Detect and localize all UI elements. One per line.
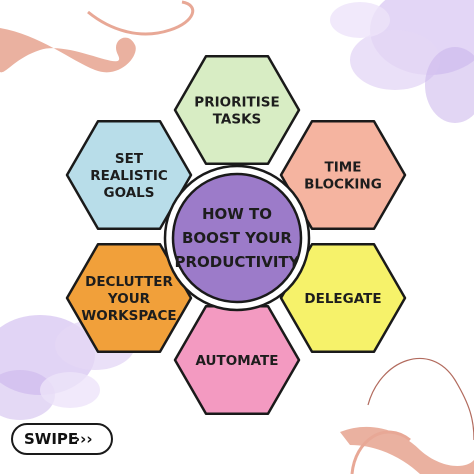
hexagon-automate: AUTOMATE — [173, 305, 301, 415]
hexagon-shape-automate — [173, 305, 301, 415]
hexagon-label-declutter-line-1: DECLUTTER — [85, 274, 173, 290]
watercolor-blob-top-right — [330, 0, 474, 123]
swirl-bottom-right-thread — [350, 430, 411, 474]
hexagon-label-declutter-line-3: WORKSPACE — [81, 308, 176, 324]
hexagon-shape-set-goals — [65, 120, 193, 230]
hexagon-label-set-goals-line-2: REALISTIC — [90, 168, 168, 184]
hexagon-delegate: DELEGATE — [279, 243, 407, 353]
swirl-top-right-thread — [87, 0, 195, 36]
hexagon-shape-prioritise — [173, 55, 301, 165]
hexagon-shape-time-blocking — [279, 120, 407, 230]
swipe-button[interactable]: SWIPE ››› — [11, 423, 113, 455]
hexagon-label-prioritise-line-1: PRIORITISE — [194, 95, 279, 111]
hexagon-label-delegate-line-1: DELEGATE — [304, 291, 381, 307]
center-title-line-2: BOOST YOUR — [182, 229, 292, 247]
swipe-label: SWIPE — [24, 430, 78, 448]
hexagon-label-set-goals-line-1: SET — [115, 151, 144, 167]
hexagon-label-prioritise-line-2: TASKS — [213, 112, 262, 128]
swirl-top-left — [0, 28, 136, 73]
center-circle: HOW TO BOOST YOUR PRODUCTIVITY — [163, 164, 311, 312]
hexagon-label-time-blocking-line-1: TIME — [325, 160, 362, 176]
hexagon-label-declutter-line-2: YOUR — [107, 291, 151, 307]
center-title-line-1: HOW TO — [202, 205, 272, 223]
hexagon-label-automate-line-1: AUTOMATE — [196, 353, 279, 369]
hexagon-shape-delegate — [279, 243, 407, 353]
hexagon-shape-declutter — [65, 243, 193, 353]
hexagon-label-set-goals-line-3: GOALS — [104, 185, 155, 201]
center-title-line-3: PRODUCTIVITY — [174, 253, 300, 271]
swipe-arrows-icon: ››› — [74, 430, 93, 448]
hexagon-label-time-blocking-line-2: BLOCKING — [304, 177, 382, 193]
thin-curve-bottom-right — [367, 357, 474, 441]
swirl-bottom-right — [340, 426, 474, 474]
